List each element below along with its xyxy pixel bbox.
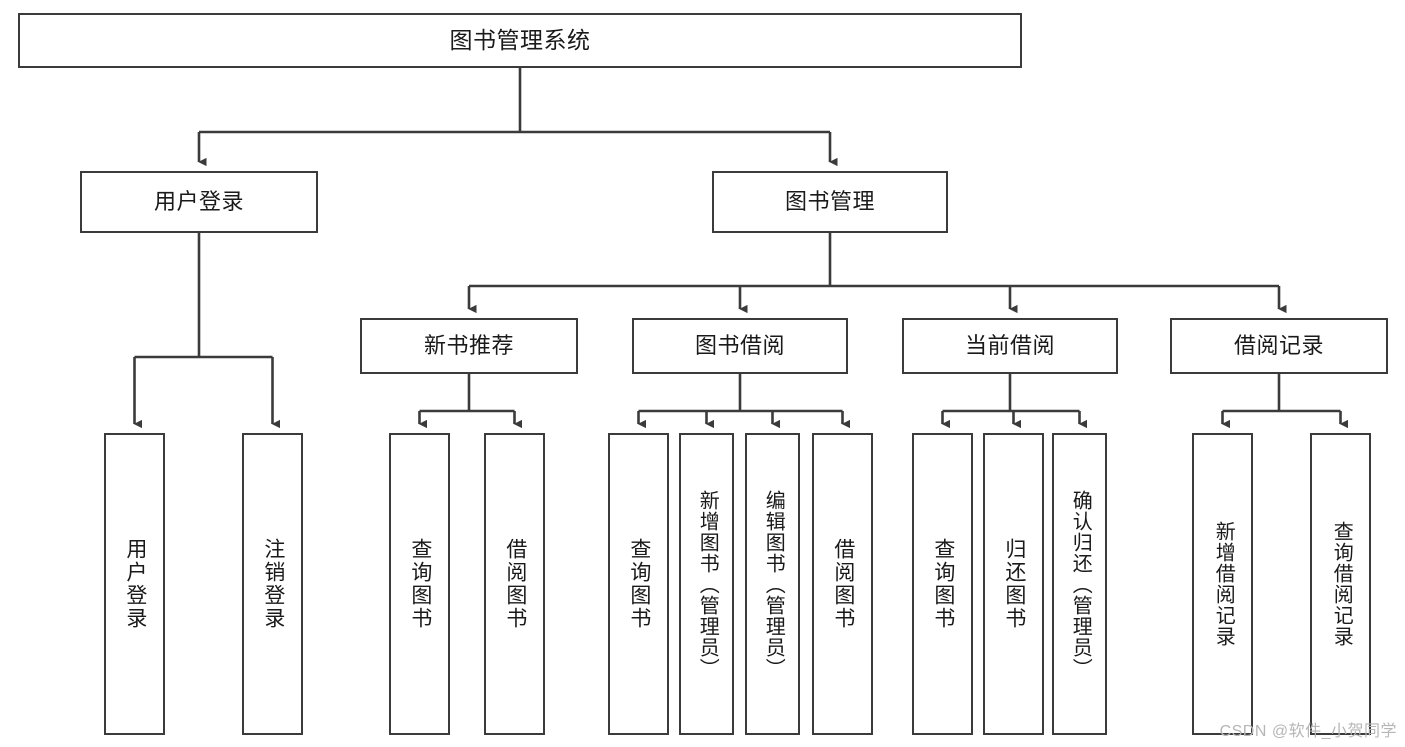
node-leaf6[interactable]: 新增图书（管理员） bbox=[679, 433, 734, 735]
node-label: 查询图书 bbox=[408, 538, 432, 630]
node-leaf12[interactable]: 新增借阅记录 bbox=[1192, 433, 1253, 735]
node-label: 归还图书 bbox=[1002, 538, 1026, 630]
node-leaf3[interactable]: 查询图书 bbox=[389, 433, 450, 735]
node-label: 查询借阅记录 bbox=[1330, 521, 1353, 647]
node-current[interactable]: 当前借阅 bbox=[902, 318, 1118, 374]
node-label: 图书管理系统 bbox=[449, 27, 591, 54]
node-label: 注销登录 bbox=[261, 538, 285, 630]
node-leaf5[interactable]: 查询图书 bbox=[608, 433, 669, 735]
node-label: 用户登录 bbox=[123, 538, 147, 630]
node-label: 确认归还（管理员） bbox=[1069, 489, 1092, 679]
node-label: 查询图书 bbox=[627, 538, 651, 630]
connector-bus-newbook bbox=[419, 374, 515, 413]
node-label: 借阅图书 bbox=[831, 538, 855, 630]
node-label: 用户登录 bbox=[153, 189, 244, 215]
node-label: 借阅图书 bbox=[503, 538, 527, 630]
watermark-label: CSDN @软件_小贺同学 bbox=[1219, 723, 1397, 740]
node-login[interactable]: 用户登录 bbox=[80, 171, 318, 233]
node-label: 新书推荐 bbox=[423, 333, 514, 359]
node-leaf4[interactable]: 借阅图书 bbox=[484, 433, 545, 735]
node-label: 查询图书 bbox=[931, 538, 955, 630]
node-records[interactable]: 借阅记录 bbox=[1170, 318, 1388, 374]
node-borrow[interactable]: 图书借阅 bbox=[632, 318, 848, 374]
node-leaf2[interactable]: 注销登录 bbox=[242, 433, 303, 735]
connector-bus-current bbox=[942, 374, 1080, 413]
node-newbook[interactable]: 新书推荐 bbox=[360, 318, 578, 374]
node-label: 新增借阅记录 bbox=[1212, 521, 1235, 647]
connector-bus-records bbox=[1222, 374, 1341, 413]
node-leaf10[interactable]: 归还图书 bbox=[983, 433, 1044, 735]
node-leaf7[interactable]: 编辑图书（管理员） bbox=[745, 433, 800, 735]
node-label: 新增图书（管理员） bbox=[696, 489, 719, 679]
node-label: 图书管理 bbox=[784, 189, 875, 215]
connector-bus-root bbox=[199, 68, 830, 134]
node-label: 当前借阅 bbox=[964, 333, 1055, 359]
node-root[interactable]: 图书管理系统 bbox=[18, 13, 1022, 68]
node-label: 编辑图书（管理员） bbox=[762, 489, 785, 679]
node-leaf13[interactable]: 查询借阅记录 bbox=[1310, 433, 1371, 735]
connector-bus-login bbox=[134, 233, 273, 359]
node-leaf9[interactable]: 查询图书 bbox=[912, 433, 973, 735]
connector-bus-borrow bbox=[638, 374, 843, 413]
connector-bus-bookmgmt bbox=[469, 233, 1279, 288]
node-label: 借阅记录 bbox=[1233, 333, 1324, 359]
node-leaf8[interactable]: 借阅图书 bbox=[812, 433, 873, 735]
node-label: 图书借阅 bbox=[694, 333, 785, 359]
node-leaf1[interactable]: 用户登录 bbox=[104, 433, 165, 735]
node-bookmgmt[interactable]: 图书管理 bbox=[712, 171, 948, 233]
node-leaf11[interactable]: 确认归还（管理员） bbox=[1052, 433, 1107, 735]
